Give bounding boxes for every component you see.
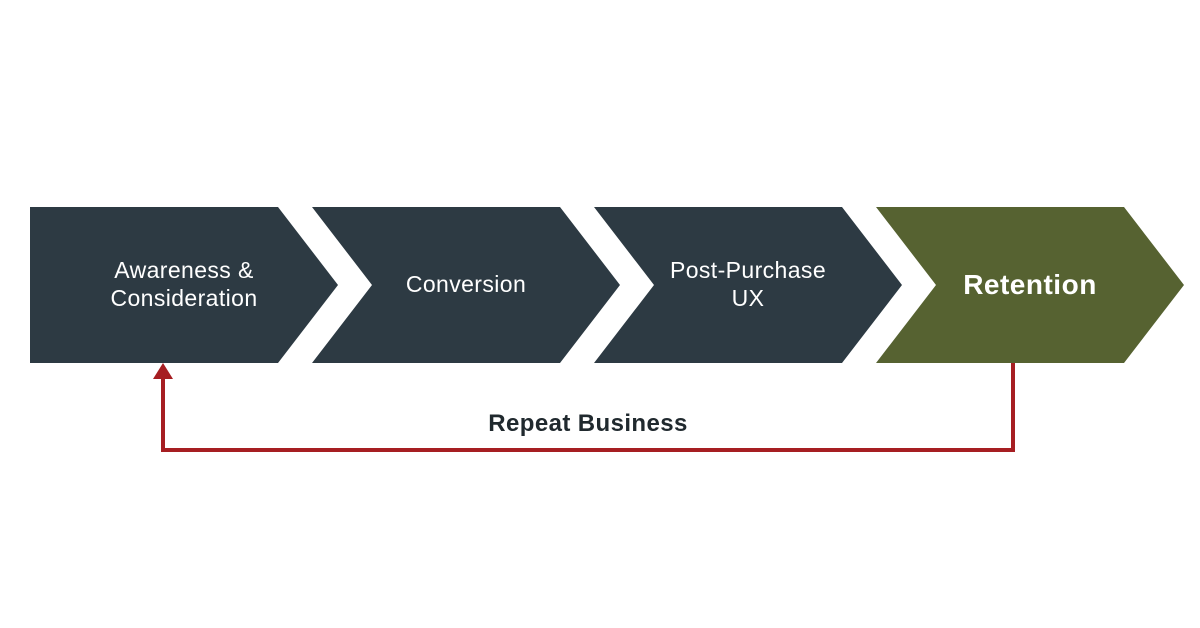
loop-line-vertical-right bbox=[1011, 363, 1015, 452]
stage-awareness-consideration-label: Awareness & Consideration bbox=[110, 257, 258, 311]
stage-post-purchase-ux: Post-Purchase UX bbox=[594, 207, 902, 363]
stage-retention-label: Retention bbox=[963, 269, 1097, 301]
stage-conversion: Conversion bbox=[312, 207, 620, 363]
stage-awareness-consideration: Awareness & Consideration bbox=[30, 207, 338, 363]
stage-retention: Retention bbox=[876, 207, 1184, 363]
stage-post-purchase-ux-label: Post-Purchase UX bbox=[669, 257, 827, 311]
repeat-business-label: Repeat Business bbox=[488, 410, 688, 437]
arrowhead-up-icon bbox=[153, 363, 173, 379]
stage-conversion-label: Conversion bbox=[405, 271, 527, 298]
loop-line-vertical-left bbox=[161, 378, 165, 452]
loop-line-horizontal bbox=[161, 448, 1015, 452]
